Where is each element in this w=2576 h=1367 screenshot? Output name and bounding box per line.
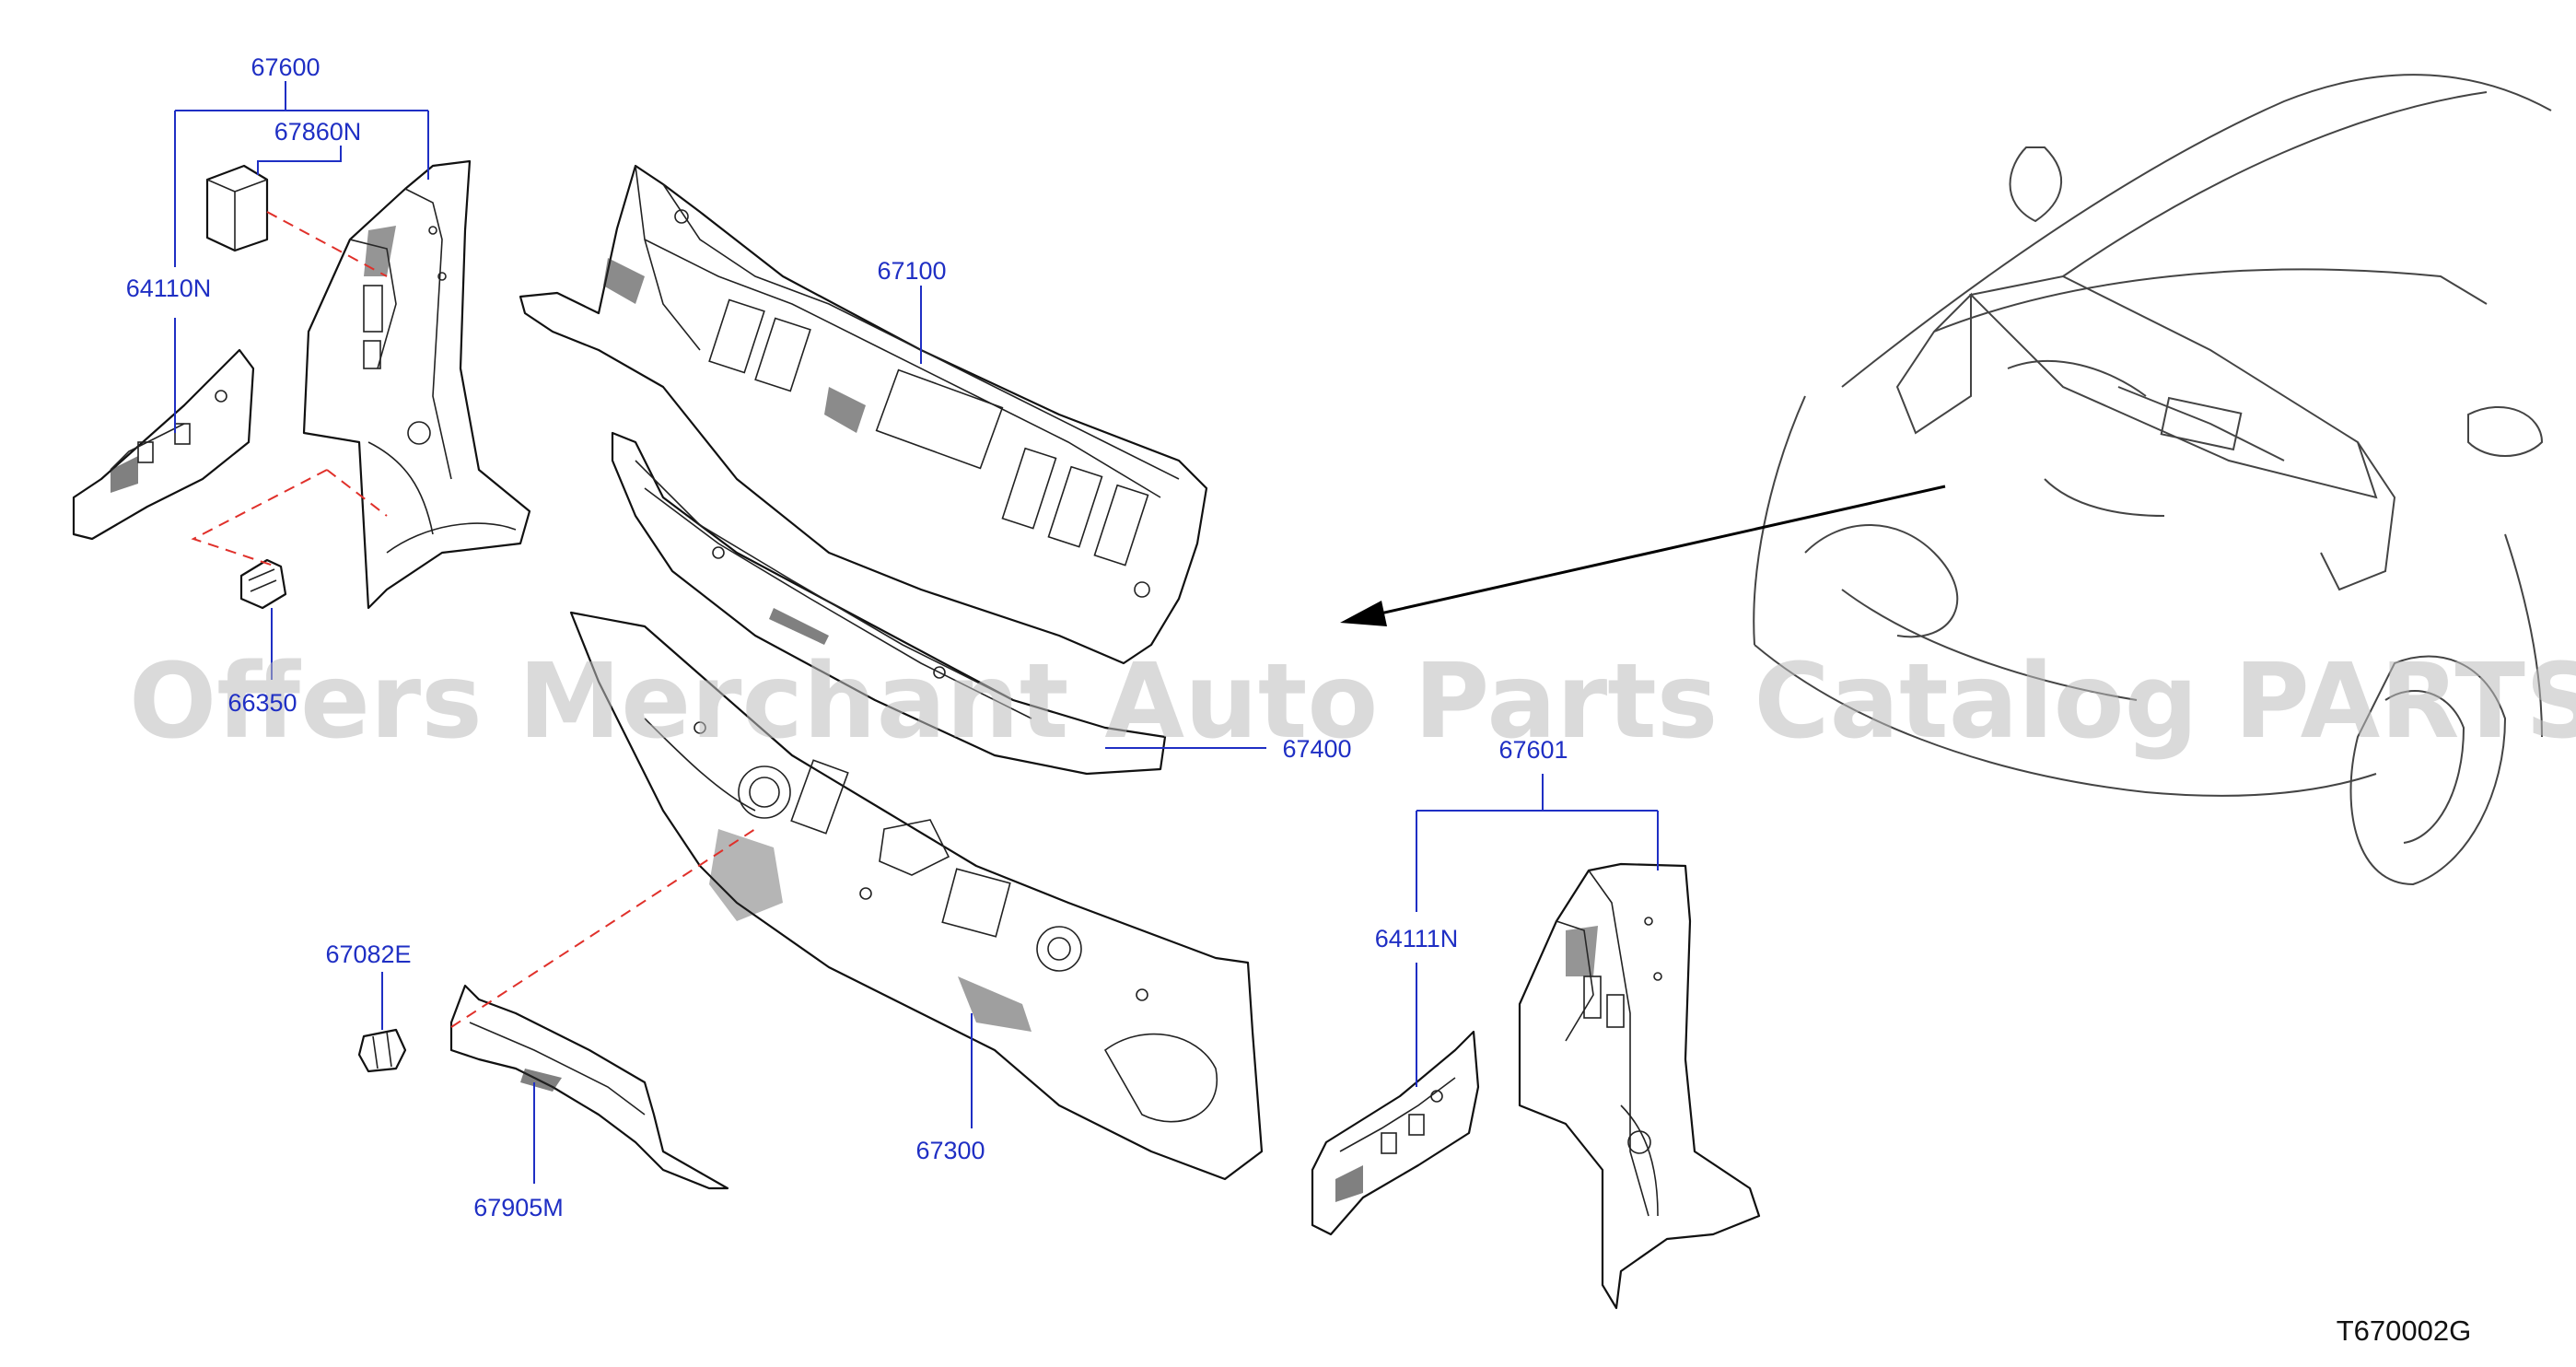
callout-67600[interactable]: 67600: [251, 53, 320, 81]
part-67300-dash-panel: [569, 611, 1264, 1181]
callout-64111n[interactable]: 64111N: [1375, 925, 1459, 952]
part-67600-pillar-left: [302, 159, 531, 610]
callout-67860n[interactable]: 67860N: [274, 118, 362, 146]
callout-67905m[interactable]: 67905M: [473, 1194, 564, 1221]
part-67100-cowl-top: [519, 164, 1208, 665]
dashed-alignment-guides: [191, 211, 756, 1028]
callout-67100[interactable]: 67100: [877, 257, 946, 285]
part-67082e-clip: [357, 1028, 407, 1073]
vehicle-overview-illustration: [1753, 74, 2552, 886]
part-67400-cowl-lower: [611, 431, 1167, 776]
part-67601-pillar-right: [1518, 862, 1761, 1310]
part-64111n-panel: [1311, 1030, 1480, 1236]
callout-leaders: [174, 81, 1659, 1184]
callout-66350[interactable]: 66350: [227, 689, 297, 717]
diagram-code: T670002G: [2337, 1314, 2472, 1347]
callout-67601[interactable]: 67601: [1498, 736, 1568, 764]
part-64110n-panel: [72, 348, 255, 541]
location-arrow: [1340, 485, 1946, 626]
watermark-text: Offers Merchant Auto Parts Catalog PARTS…: [129, 642, 2576, 762]
callout-67082e[interactable]: 67082E: [325, 941, 411, 968]
part-67905m-duct: [449, 984, 729, 1190]
callout-64110n[interactable]: 64110N: [126, 275, 212, 302]
part-67860n-pad: [205, 164, 269, 252]
callout-67400[interactable]: 67400: [1282, 735, 1351, 763]
callout-67300[interactable]: 67300: [915, 1137, 985, 1164]
part-66350-bracket: [239, 558, 287, 610]
